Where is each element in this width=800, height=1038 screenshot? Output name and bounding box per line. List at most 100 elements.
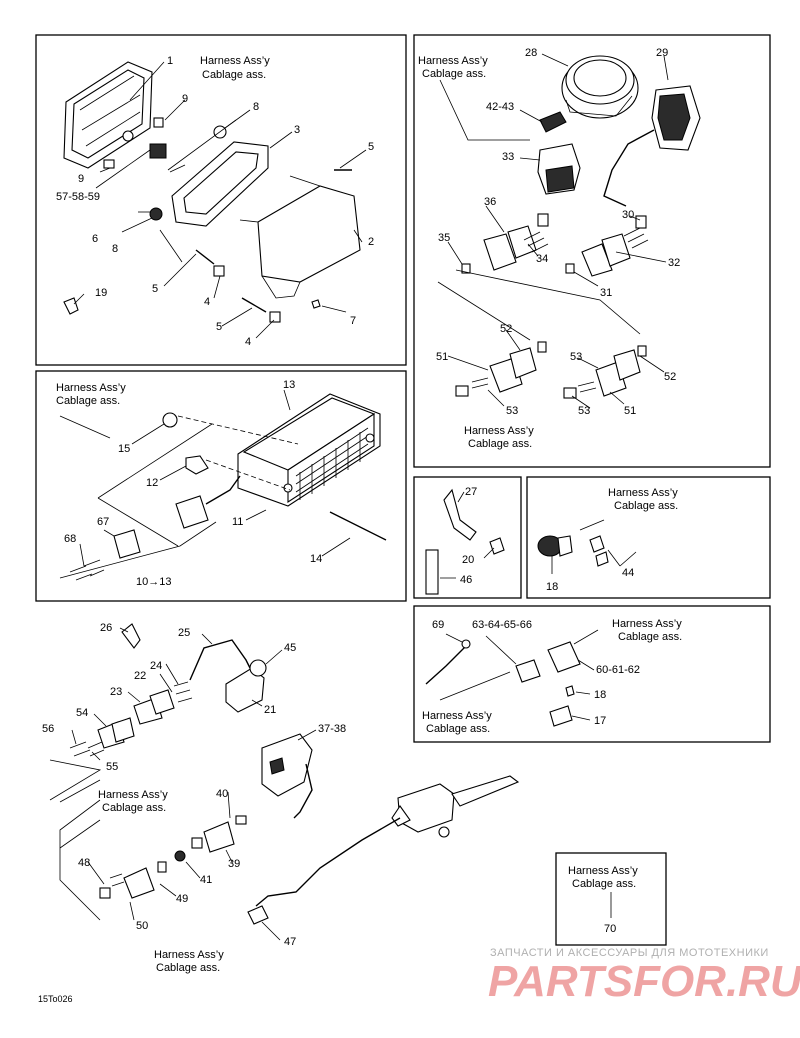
headlight-lens — [63, 61, 153, 169]
harness-routing-lines — [49, 759, 102, 921]
harness-label: Harness Ass’y — [568, 865, 638, 877]
gauge-harness-pointer — [439, 79, 530, 141]
callout-68: 68 — [64, 533, 76, 545]
watermark-tagline: ЗАПЧАСТИ И АКСЕССУАРЫ ДЛЯ МОТОТЕХНИКИ — [490, 947, 769, 959]
harness-label-fr: Cablage ass. — [426, 723, 490, 735]
tail-harness-pointer — [59, 415, 111, 439]
pins-30 — [623, 227, 649, 249]
callout-1: 1 — [167, 55, 173, 67]
headlight-bezel — [171, 141, 269, 227]
headlight-socket — [149, 143, 167, 159]
harness-label-fr: Cablage ass. — [422, 68, 486, 80]
callout-56: 56 — [42, 723, 54, 735]
nut-clip — [213, 265, 225, 277]
harness-label-fr: Cablage ass. — [614, 500, 678, 512]
harness-label: Harness Ass’y — [422, 710, 492, 722]
callout-69: 69 — [432, 619, 444, 631]
taillight-panel-frame — [35, 370, 407, 602]
connector-60-62 — [547, 641, 581, 673]
callout-6: 6 — [92, 233, 98, 245]
tachometer-cup — [651, 85, 701, 151]
speedometer — [561, 55, 639, 119]
callout-39: 39 — [228, 858, 240, 870]
harness-label: Harness Ass’y — [612, 618, 682, 630]
callout-53c: 53 — [578, 405, 590, 417]
small-screw — [311, 299, 321, 309]
callout-33: 33 — [502, 151, 514, 163]
callout-32: 32 — [668, 257, 680, 269]
connector-32 — [581, 215, 647, 277]
callout-8a: 8 — [253, 101, 259, 113]
tie-strap-panel-frame — [413, 476, 522, 599]
gauge-harness-lines — [437, 269, 641, 341]
callout-50: 50 — [136, 920, 148, 932]
terminal-clip — [103, 159, 115, 169]
callout-63-66: 63-64-65-66 — [472, 619, 532, 631]
callout-47: 47 — [284, 936, 296, 948]
callout-51a: 51 — [436, 351, 448, 363]
harness-label: Harness Ass’y — [418, 55, 488, 67]
callout-37-38: 37-38 — [318, 723, 346, 735]
harness-label: Harness Ass’y — [608, 487, 678, 499]
connector-54 — [97, 717, 135, 749]
callout-70: 70 — [604, 923, 616, 935]
mount-screw-lower — [241, 297, 267, 313]
connector-63-66 — [515, 659, 541, 683]
mount-screw — [195, 249, 215, 265]
callout-14: 14 — [310, 553, 322, 565]
clip-26 — [121, 623, 141, 649]
terminal-17 — [549, 705, 573, 727]
callout-5c: 5 — [216, 321, 222, 333]
callout-5b: 5 — [152, 283, 158, 295]
harness-label-fr: Cablage ass. — [102, 802, 166, 814]
harness-label: Harness Ass’y — [56, 382, 126, 394]
switch-housing-37-38 — [261, 733, 313, 797]
bulb-clip — [153, 117, 164, 128]
callout-11: 11 — [232, 516, 243, 528]
callout-55: 55 — [106, 761, 118, 773]
callout-19: 19 — [95, 287, 107, 299]
headlight-housing — [239, 175, 361, 299]
callout-35: 35 — [438, 232, 450, 244]
callout-26: 26 — [100, 622, 112, 634]
callout-5a: 5 — [368, 141, 374, 153]
callout-49: 49 — [176, 893, 188, 905]
brake-lever — [391, 775, 520, 838]
gauge-bulb — [539, 111, 567, 133]
harness-label-fr: Cablage ass. — [56, 395, 120, 407]
callout-22: 22 — [134, 670, 146, 682]
wire-37 — [293, 763, 313, 819]
brake-switch-wire — [255, 817, 401, 907]
tie-strap-27 — [443, 488, 477, 541]
taillight-socket — [175, 495, 209, 529]
adjuster-nut — [149, 207, 163, 221]
harness-label-fr: Cablage ass. — [572, 878, 636, 890]
terminals-44 — [589, 535, 609, 567]
callout-8b: 8 — [112, 243, 118, 255]
callout-23: 23 — [110, 686, 122, 698]
harness-label-fr: Cablage ass. — [618, 631, 682, 643]
callout-48: 48 — [78, 857, 90, 869]
connector-40 — [191, 815, 247, 853]
callout-44: 44 — [622, 567, 634, 579]
taillight-assembly — [237, 393, 381, 507]
wire-25 — [189, 639, 253, 681]
callout-51b: 51 — [624, 405, 636, 417]
callout-46: 46 — [460, 574, 472, 586]
callout-36: 36 — [484, 196, 496, 208]
plug-cap — [63, 297, 79, 315]
callout-9a: 9 — [182, 93, 188, 105]
callout-13: 13 — [283, 379, 295, 391]
harness-note-frame — [555, 852, 667, 946]
callout-27: 27 — [465, 486, 477, 498]
callout-60-62: 60-61-62 — [596, 664, 640, 676]
harness-label-fr: Cablage ass. — [202, 69, 266, 81]
callout-2: 2 — [368, 236, 374, 248]
callout-17: 17 — [594, 715, 606, 727]
connector-23 — [133, 689, 175, 725]
callout-18a: 18 — [546, 581, 558, 593]
callout-41: 41 — [200, 874, 212, 886]
callout-9b: 9 — [78, 173, 84, 185]
